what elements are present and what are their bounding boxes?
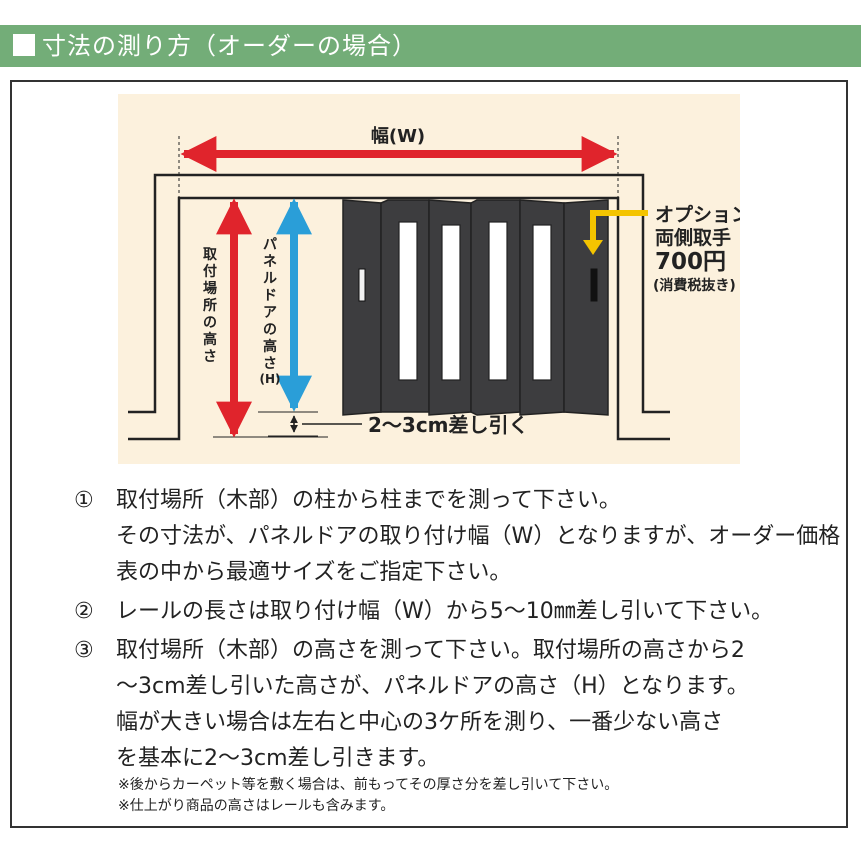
option-price: 700円 — [655, 249, 726, 275]
panel-height-char: ル — [263, 271, 277, 287]
instruction-line: 表の中から最適サイズをご指定下さい。 — [116, 560, 512, 585]
instruction-line: 幅が大きい場合は左右と中心の3ケ所を測り、一番少ない高さ — [116, 710, 724, 735]
panel-height-char: ド — [263, 288, 277, 304]
panel-height-char: 高 — [263, 338, 277, 355]
option-tax-note: (消費税抜き) — [653, 277, 736, 294]
option-arrowhead — [583, 240, 603, 255]
install-height-char: 付 — [203, 263, 217, 280]
measurement-diagram: 幅(W) 取 付 場 所 の 高 さ パ ネ ル ド ア の 高 さ (H) — [118, 94, 740, 464]
square-bullet-icon — [13, 34, 35, 56]
install-height-char: 場 — [203, 280, 217, 297]
instruction-line: 〜3cm差し引いた高さが、パネルドアの高さ（H）となります。 — [116, 674, 749, 699]
door-window — [488, 221, 508, 381]
install-height-char: 高 — [203, 331, 217, 348]
option-arrow — [590, 210, 648, 244]
panel-height-char: ネ — [263, 254, 277, 270]
item-number: ② — [74, 599, 94, 624]
item-number: ① — [74, 488, 94, 513]
instruction-line: レールの長さは取り付け幅（W）から5〜10㎜差し引いて下さい。 — [116, 599, 774, 624]
content-frame — [10, 80, 848, 828]
panel-height-char: (H) — [259, 372, 280, 386]
panel-height-char: パ — [263, 237, 277, 253]
panel-height-char: ア — [263, 305, 277, 321]
install-height-char: さ — [203, 349, 217, 365]
item-number: ③ — [74, 638, 94, 663]
door-window — [532, 224, 552, 381]
instruction-line: 取付場所（木部）の高さを測って下さい。取付場所の高さから2 — [116, 638, 745, 663]
panel-height-char: の — [263, 322, 277, 338]
folding-door — [342, 199, 609, 416]
instruction-line: その寸法が、パネルドアの取り付け幅（W）となりますが、オーダー価格 — [116, 524, 841, 549]
door-window — [441, 224, 461, 381]
door-frame-outer — [128, 173, 670, 414]
option-title: オプション — [655, 203, 740, 226]
door-frame-inner — [128, 196, 670, 441]
door-window — [398, 221, 418, 381]
section-title: 寸法の測り方（オーダーの場合） — [42, 32, 417, 60]
door-panel — [342, 199, 382, 416]
install-height-char: 所 — [203, 297, 217, 314]
deduct-label: 2〜3cm差し引く — [368, 413, 529, 437]
width-label: 幅(W) — [371, 125, 425, 147]
door-handle-right — [590, 268, 598, 302]
instruction-line: を基本に2〜3cm差し引きます。 — [116, 746, 440, 771]
footnote: ※仕上がり商品の高さはレールも含みます。 — [118, 798, 395, 814]
door-panel — [563, 199, 609, 416]
instruction-line: 取付場所（木部）の柱から柱までを測って下さい。 — [116, 488, 621, 513]
install-height-char: 取 — [203, 247, 218, 263]
footnote: ※後からカーペット等を敷く場合は、前もってその厚さ分を差し引いて下さい。 — [118, 777, 619, 793]
door-handle-left — [358, 268, 366, 302]
option-subtitle: 両側取手 — [655, 226, 731, 249]
section-header: 寸法の測り方（オーダーの場合） — [0, 25, 861, 67]
panel-height-char: さ — [263, 356, 277, 372]
install-height-char: の — [203, 315, 217, 331]
